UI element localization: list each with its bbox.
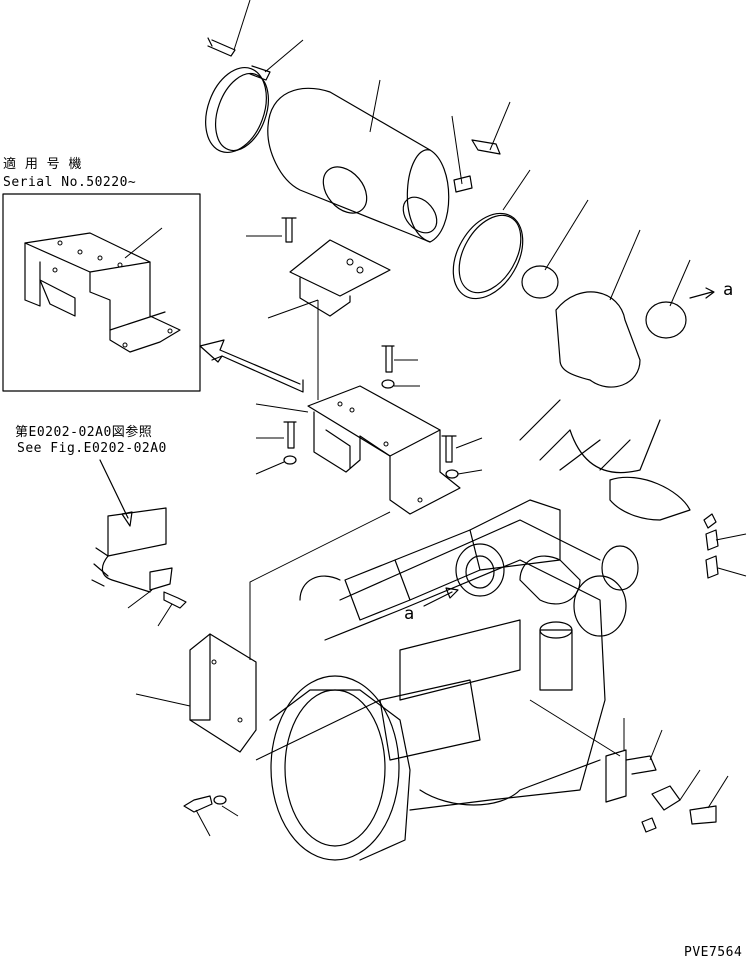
right-clamp-group: [451, 101, 715, 388]
middle-bracket: [249, 345, 483, 660]
engine-block: [269, 399, 691, 861]
arrow-a-lower: [423, 587, 459, 607]
air-cleaner-assembly: [205, 0, 450, 243]
inset-applicable-models-label: 適 用 号 機: [3, 157, 82, 172]
right-sensor-group: [529, 513, 747, 833]
drawing-code: PVE7564: [684, 945, 743, 960]
arrow-label-a-upper: a: [723, 280, 734, 300]
reference-note-jp: 第E0202-02A0図参照: [15, 425, 153, 440]
inset-serial-number-label: Serial No.50220~: [3, 175, 137, 190]
side-cover-bracket: [135, 633, 381, 761]
inset-box: [2, 193, 201, 392]
inset-arrow: [199, 339, 304, 393]
bottom-bolt-group: [183, 795, 239, 837]
reference-note-en: See Fig.E0202-02A0: [17, 441, 167, 456]
arrow-label-a-lower: a: [404, 604, 415, 624]
upper-bracket: [246, 217, 391, 400]
reference-pointer: [91, 459, 187, 627]
